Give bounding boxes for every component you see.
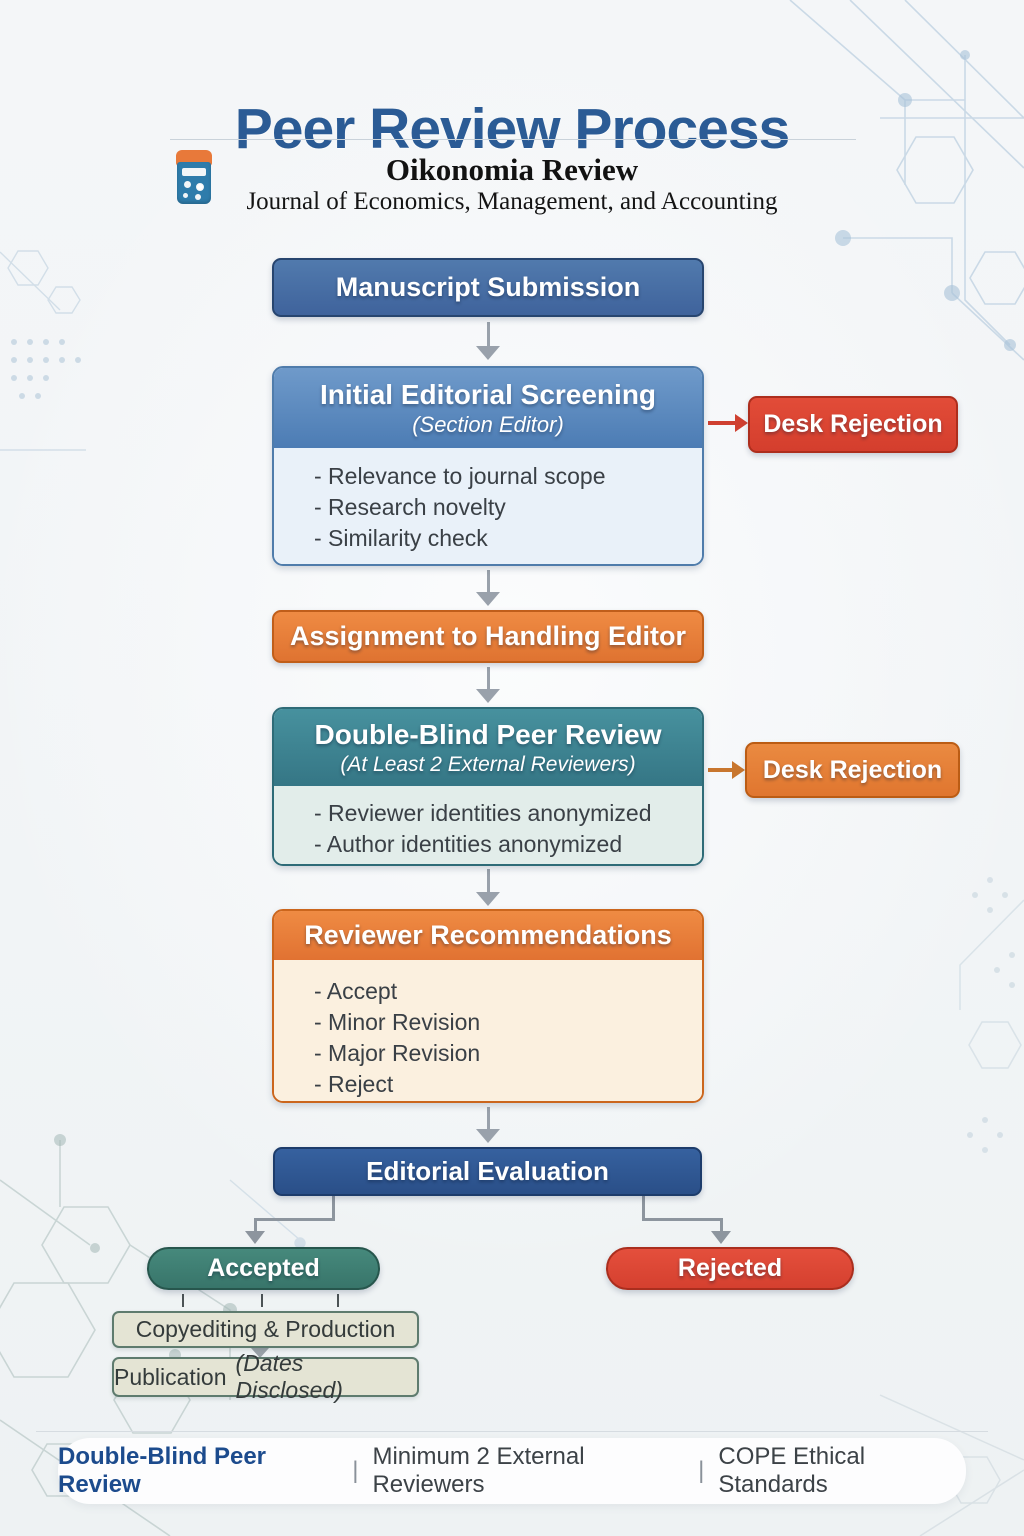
branch-line-right bbox=[642, 1218, 723, 1221]
step-label: Manuscript Submission bbox=[335, 272, 641, 302]
criteria-item: - Relevance to journal scope bbox=[314, 463, 606, 489]
panel-title: Reviewer Recommendations bbox=[304, 920, 672, 950]
step-editorial-evaluation: Editorial Evaluation bbox=[273, 1147, 702, 1196]
branch-line-left bbox=[254, 1218, 335, 1221]
recommendation-item: - Minor Revision bbox=[314, 1009, 481, 1035]
outcome-label: Accepted bbox=[207, 1254, 320, 1282]
panel-title: Double-Blind Peer Review bbox=[314, 718, 662, 750]
connector-tick bbox=[182, 1294, 184, 1307]
footer-item: Minimum 2 External Reviewers bbox=[372, 1443, 585, 1498]
step-manuscript-submission: Manuscript Submission bbox=[272, 258, 704, 317]
step-label: Copyediting & Production bbox=[135, 1316, 396, 1342]
footer-separator: | bbox=[352, 1457, 359, 1484]
footer-highlight: Double-Blind Peer Review bbox=[58, 1443, 267, 1498]
page-title: Peer Review Process bbox=[234, 97, 791, 162]
title-divider bbox=[170, 139, 856, 140]
footer-bar: Double-Blind Peer Review | Minimum 2 Ext… bbox=[58, 1438, 966, 1504]
step-publication: Publication (Dates Disclosed) bbox=[112, 1350, 419, 1403]
journal-tagline: Journal of Economics, Management, and Ac… bbox=[246, 188, 778, 215]
arrow-down-icon bbox=[475, 869, 501, 906]
desk-rejection-box: Desk Rejection bbox=[748, 396, 958, 453]
step-copyediting-production: Copyediting & Production bbox=[112, 1311, 419, 1348]
branch-line-left bbox=[254, 1218, 257, 1232]
arrow-right-icon bbox=[708, 761, 745, 779]
branch-line-left bbox=[332, 1196, 335, 1220]
arrow-down-icon bbox=[245, 1231, 265, 1244]
arrow-down-icon bbox=[711, 1231, 731, 1244]
branch-line-right bbox=[720, 1218, 723, 1232]
step-reviewer-recommendations: Reviewer Recommendations - Accept - Mino… bbox=[272, 909, 704, 1103]
footer-item: COPE Ethical Standards bbox=[718, 1443, 866, 1498]
journal-name: Oikonomia Review bbox=[385, 152, 639, 187]
outcome-accepted: Accepted bbox=[147, 1247, 380, 1290]
criteria-item: - Author identities anonymized bbox=[314, 831, 623, 857]
footer-separator: | bbox=[698, 1457, 705, 1484]
recommendation-item: - Major Revision bbox=[314, 1040, 481, 1066]
arrow-down-icon bbox=[475, 570, 501, 606]
outcome-label: Rejected bbox=[677, 1254, 783, 1282]
criteria-item: - Research novelty bbox=[314, 494, 506, 520]
footer-divider bbox=[36, 1431, 988, 1432]
connector-tick bbox=[337, 1294, 339, 1307]
step-assignment-handling-editor: Assignment to Handling Editor bbox=[272, 610, 704, 663]
panel-subtitle: (At Least 2 External Reviewers) bbox=[340, 752, 636, 776]
recommendation-item: - Accept bbox=[314, 978, 398, 1004]
arrow-down-icon bbox=[475, 322, 501, 360]
calculator-icon bbox=[176, 150, 212, 204]
step-label: Assignment to Handling Editor bbox=[290, 621, 686, 651]
arrow-right-icon bbox=[708, 414, 748, 432]
desk-rejection-box: Desk Rejection bbox=[745, 742, 960, 798]
desk-rejection-label: Desk Rejection bbox=[763, 410, 943, 438]
connector-tick bbox=[261, 1294, 263, 1307]
arrow-down-icon bbox=[251, 1348, 269, 1358]
criteria-item: - Reviewer identities anonymized bbox=[314, 800, 652, 826]
step-double-blind-peer-review: Double-Blind Peer Review (At Least 2 Ext… bbox=[272, 707, 704, 866]
branch-line-right bbox=[642, 1196, 645, 1220]
publication-note: (Dates Disclosed) bbox=[235, 1350, 343, 1403]
outcome-rejected: Rejected bbox=[606, 1247, 854, 1290]
recommendation-item: - Reject bbox=[314, 1071, 394, 1097]
step-label: Editorial Evaluation bbox=[366, 1156, 609, 1186]
step-initial-editorial-screening: Initial Editorial Screening (Section Edi… bbox=[272, 366, 704, 566]
arrow-down-icon bbox=[475, 667, 501, 703]
arrow-down-icon bbox=[475, 1107, 501, 1143]
panel-subtitle: (Section Editor) bbox=[412, 412, 564, 437]
step-label: Publication bbox=[114, 1363, 227, 1390]
desk-rejection-label: Desk Rejection bbox=[762, 755, 943, 784]
criteria-item: - Similarity check bbox=[314, 525, 488, 551]
panel-title: Initial Editorial Screening bbox=[319, 379, 657, 410]
